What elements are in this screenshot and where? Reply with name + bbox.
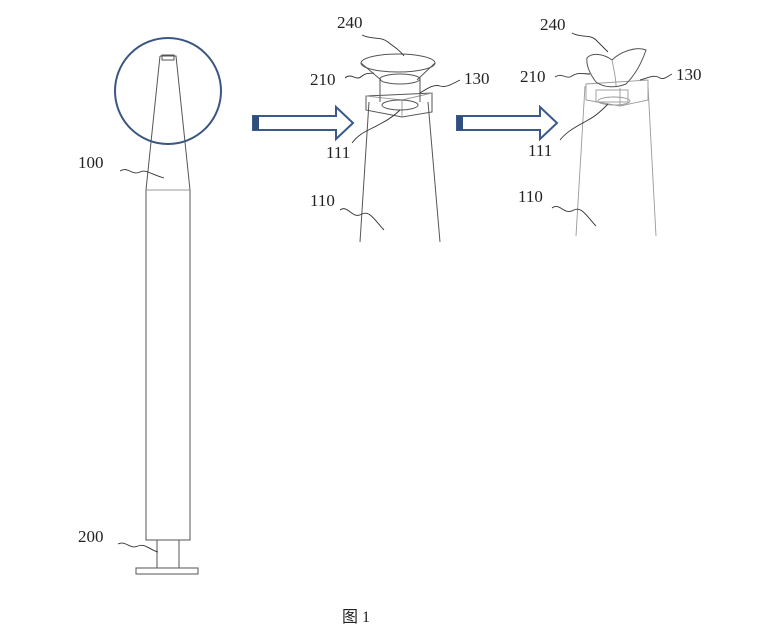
label-100: 100 <box>78 153 104 172</box>
leader-stage1-240 <box>361 34 405 57</box>
stage1-block-edge-2 <box>401 92 433 101</box>
stage2-hole-111 <box>597 96 631 106</box>
label-stage1-111: 111 <box>326 143 350 162</box>
device-barrel <box>145 190 191 541</box>
leader-stage2-111 <box>559 103 609 141</box>
label-stage2-111: 111 <box>528 141 552 160</box>
stage1-hole-111 <box>381 99 419 111</box>
leader-stage2-210 <box>554 73 591 78</box>
stage2-body-right-edge <box>647 85 657 237</box>
label-stage2-130: 130 <box>676 65 702 84</box>
stage2-block-130 <box>585 79 649 107</box>
leader-stage1-210 <box>344 72 375 79</box>
arrow-2-accent <box>457 116 463 130</box>
leader-stage2-240 <box>571 32 609 53</box>
stage1-body-left-edge <box>359 101 370 243</box>
label-200: 200 <box>78 527 104 546</box>
stage1-body-right-edge <box>427 101 441 243</box>
figure-caption: 图 1 <box>342 609 370 626</box>
process-arrow-1 <box>252 104 355 142</box>
stage1-block-130 <box>365 92 433 118</box>
stage2-inner-insert <box>595 89 629 103</box>
stage2-cap-fold <box>611 59 617 87</box>
label-stage1-110: 110 <box>310 191 335 210</box>
label-stage1-130: 130 <box>464 69 490 88</box>
label-stage1-240: 240 <box>337 13 363 32</box>
arrow-2-shape <box>456 104 559 142</box>
device-full-view: 100 200 <box>78 37 222 575</box>
device-tip <box>145 55 191 191</box>
leader-200 <box>117 542 159 553</box>
leader-stage2-130 <box>639 73 673 81</box>
arrow-1-shape <box>252 104 355 142</box>
stage1-cap-sides <box>360 62 436 81</box>
stage1-detail-view: 240 210 130 111 110 <box>310 13 490 243</box>
label-stage2-210: 210 <box>520 67 546 86</box>
process-arrow-2 <box>456 104 559 142</box>
stage2-cap-240 <box>586 48 647 88</box>
stage1-cap-rim <box>360 53 436 73</box>
stage1-block-edge <box>365 95 403 101</box>
arrow-1-accent <box>253 116 259 130</box>
leader-stage2-110 <box>551 206 597 227</box>
stage1-collar-top <box>379 73 421 85</box>
leader-stage1-111 <box>351 109 401 144</box>
stage2-body-left-edge <box>575 85 586 237</box>
leader-100 <box>119 169 165 179</box>
plunger-stem <box>156 540 180 569</box>
stage2-detail-view: 240 210 130 111 110 <box>518 15 702 237</box>
nozzle-tip <box>161 54 175 61</box>
leader-stage1-130 <box>419 79 461 94</box>
detail-highlight-circle <box>114 37 222 145</box>
plunger-base-plate <box>135 567 199 575</box>
label-stage2-240: 240 <box>540 15 566 34</box>
leader-stage1-110 <box>339 208 385 231</box>
label-stage1-210: 210 <box>310 70 336 89</box>
label-stage2-110: 110 <box>518 187 543 206</box>
